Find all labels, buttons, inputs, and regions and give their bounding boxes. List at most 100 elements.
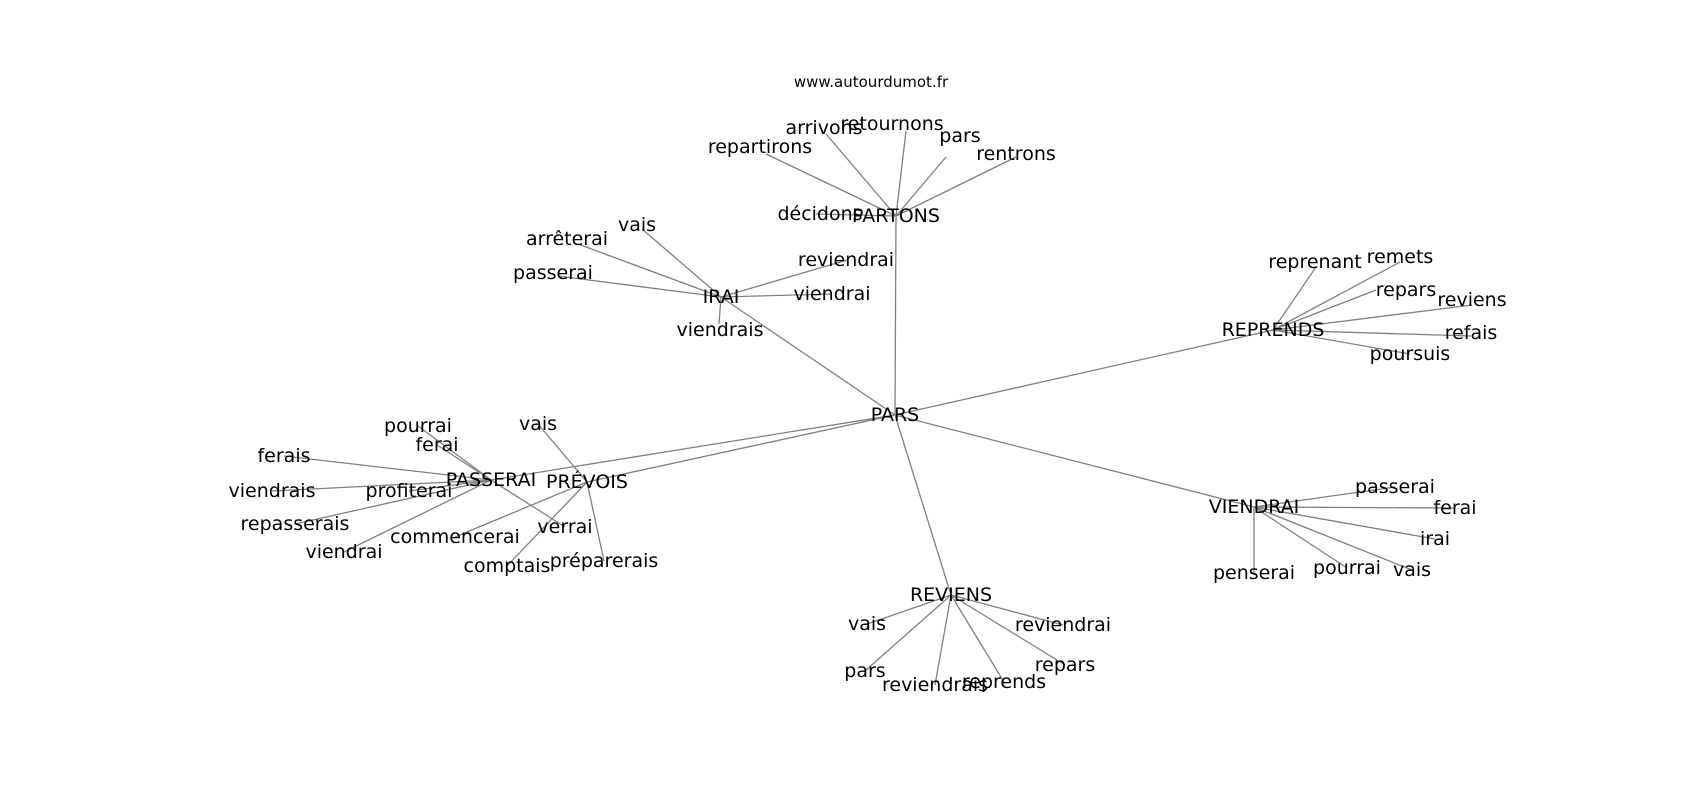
edge-root-reprends (894, 329, 1274, 416)
edge-passerai-7 (490, 479, 566, 528)
leaf-node: pourrai (384, 415, 452, 437)
leaf-node: ferai (415, 434, 458, 456)
root-node: PARS (871, 404, 920, 426)
hub-node-irai: IRAI (703, 286, 740, 308)
edge-passerai-4 (294, 479, 492, 525)
edge-irai-5 (720, 293, 833, 298)
leaf-node: refais (1445, 322, 1498, 344)
hub-node-prevois: PRÉVOIS (546, 470, 628, 493)
leaf-node: vais (848, 613, 886, 635)
leaf-node: retournons (840, 113, 943, 135)
edge-partons-3 (895, 130, 907, 217)
leaf-node: penserai (1213, 562, 1295, 584)
leaf-node: viendrai (793, 283, 870, 305)
leaf-node: ferais (257, 445, 310, 467)
edge-passerai-5 (343, 479, 492, 553)
edge-root-partons (894, 215, 897, 416)
edge-root-viendrai (894, 414, 1255, 508)
leaf-node: décidons (777, 203, 862, 225)
leaf-node: passerai (513, 262, 593, 284)
graph-edges (271, 130, 1473, 686)
leaf-node: reprenant (1268, 251, 1361, 273)
edge-passerai-0 (417, 425, 492, 481)
leaf-node: arrivons (785, 117, 862, 139)
leaf-node: ferai (1433, 497, 1476, 519)
leaf-node: reviendrais (882, 674, 988, 696)
leaf-node: commencerai (390, 526, 520, 548)
edge-reprends-3 (1272, 304, 1473, 331)
leaf-node: reviendrai (1015, 614, 1111, 636)
leaf-node: rentrons (976, 143, 1056, 165)
leaf-node: viendrai (305, 541, 382, 563)
leaf-node: pars (844, 660, 885, 682)
edge-passerai-2 (283, 455, 492, 481)
edge-prevois-2 (506, 481, 588, 567)
leaf-node: repars (1376, 279, 1437, 301)
edge-reviens-3 (950, 594, 1005, 683)
edge-reprends-4 (1272, 329, 1472, 337)
edge-reprends-5 (1272, 329, 1411, 355)
leaf-node: vais (1393, 559, 1431, 581)
leaf-node: pars (939, 125, 980, 147)
leaf-node: reviendrai (798, 249, 894, 271)
hub-node-reviens: REVIENS (910, 584, 992, 606)
leaf-node: repartirons (708, 136, 812, 158)
edge-irai-3 (718, 296, 722, 325)
edge-irai-0 (641, 228, 722, 298)
leaf-node: verrai (537, 516, 592, 538)
leaf-node: profiterai (366, 480, 453, 502)
hub-node-viendrai: VIENDRAI (1209, 496, 1299, 518)
hub-node-partons: PARTONS (852, 205, 940, 227)
site-watermark: www.autourdumot.fr (794, 73, 949, 91)
edge-prevois-1 (454, 481, 588, 538)
edge-reprends-2 (1272, 289, 1377, 331)
edge-root-reviens (894, 414, 952, 596)
leaf-node: pourrai (1313, 557, 1381, 579)
edge-irai-1 (577, 243, 722, 298)
edge-reviens-5 (950, 594, 1064, 626)
leaf-node: reviens (1437, 289, 1506, 311)
hub-node-reprends: REPRENDS (1222, 319, 1325, 341)
leaf-node: viendrais (229, 480, 316, 502)
edge-viendrai-3 (1253, 506, 1413, 571)
leaf-node: reprends (962, 671, 1046, 693)
edge-reviens-0 (866, 594, 952, 625)
edge-irai-4 (720, 259, 848, 298)
edge-viendrai-2 (1253, 506, 1436, 540)
edge-passerai-3 (271, 479, 492, 492)
leaf-node: remets (1367, 246, 1434, 268)
edge-root-passerai (490, 414, 896, 481)
leaf-node: repars (1035, 654, 1096, 676)
edge-reviens-4 (950, 594, 1066, 666)
edge-irai-2 (557, 275, 722, 298)
leaf-node: préparerais (550, 550, 659, 572)
edge-viendrai-4 (1253, 506, 1348, 569)
edge-partons-2 (825, 133, 897, 217)
leaf-node: vais (618, 214, 656, 236)
edge-viendrai-1 (1253, 506, 1456, 509)
edge-root-prevois (586, 414, 896, 483)
leaf-node: arrêterai (526, 228, 608, 250)
edge-reprends-1 (1272, 261, 1401, 331)
edge-partons-1 (765, 153, 897, 217)
edge-prevois-0 (537, 423, 588, 483)
edge-passerai-1 (436, 444, 492, 481)
hub-node-passerai: PASSERAI (446, 469, 536, 491)
leaf-node: viendrais (677, 319, 764, 341)
edge-reviens-1 (864, 594, 952, 672)
leaf-node: repasserais (241, 513, 350, 535)
edge-root-irai (720, 296, 896, 416)
leaf-node: irai (1420, 528, 1450, 550)
edge-passerai-6 (408, 479, 492, 492)
edge-reprends-0 (1272, 266, 1317, 331)
edge-partons-5 (895, 156, 1017, 217)
leaf-node: poursuis (1370, 343, 1451, 365)
edge-reviens-2 (934, 594, 952, 686)
edge-prevois-3 (586, 481, 605, 562)
edge-viendrai-0 (1253, 486, 1396, 508)
edge-partons-4 (895, 156, 947, 217)
leaf-node: vais (519, 413, 557, 435)
edge-partons-0 (815, 213, 897, 217)
leaf-node: passerai (1355, 476, 1435, 498)
